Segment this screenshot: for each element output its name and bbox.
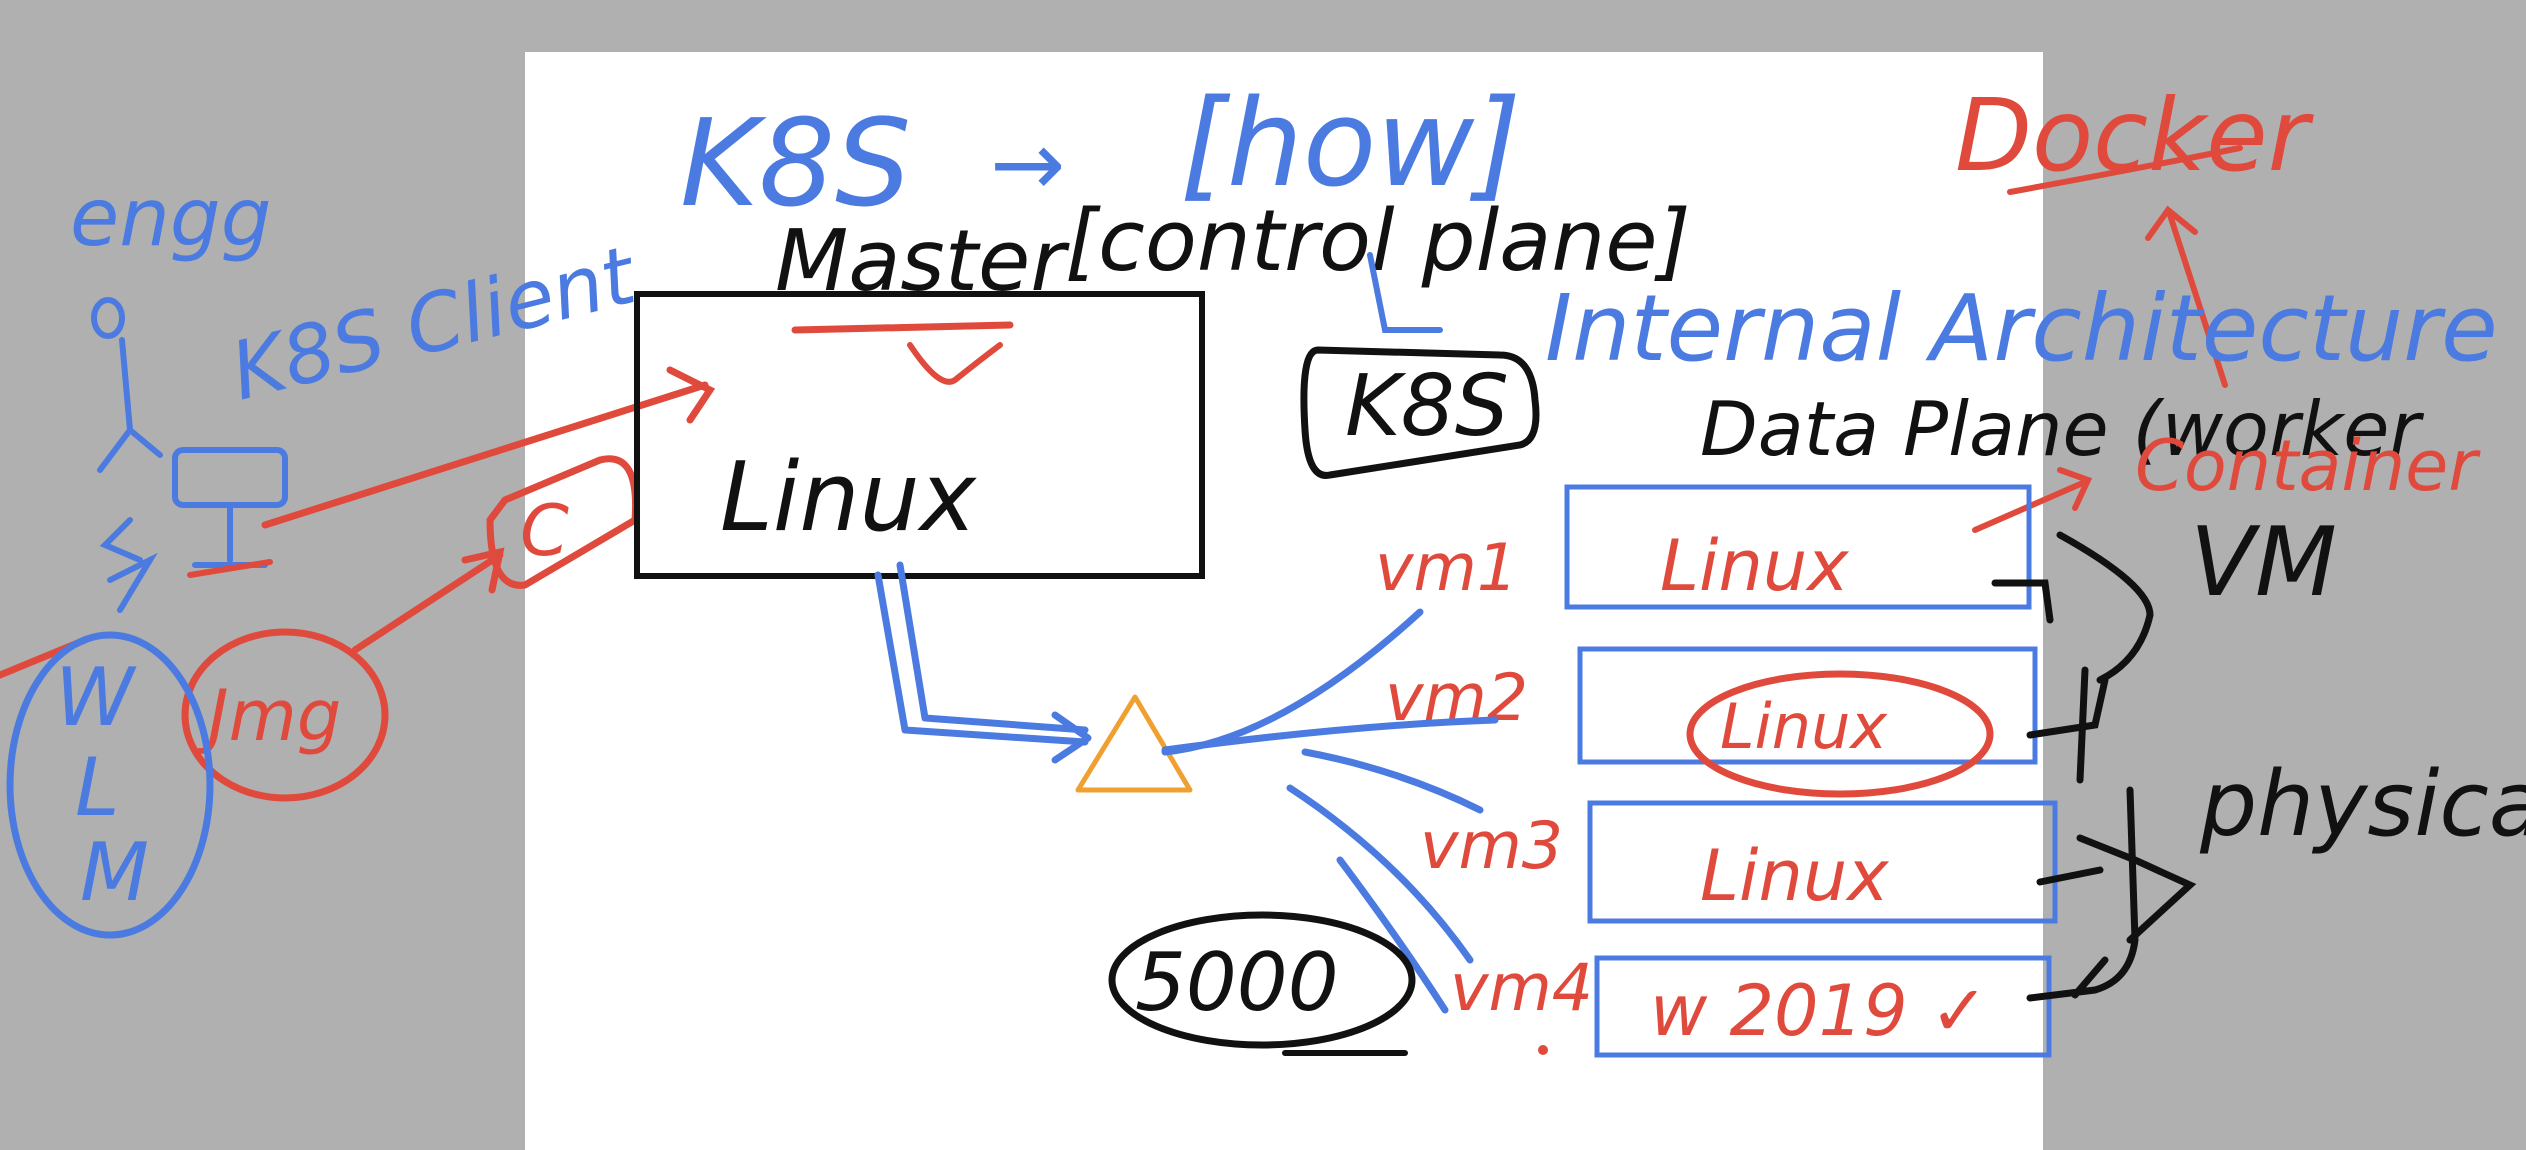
c-box (486, 455, 640, 589)
hypervisor-triangle-icon (1075, 694, 1193, 793)
vm1-os: Linux (1660, 525, 1849, 607)
control-plane-label: [control plane] (1065, 192, 1691, 291)
wlm-w: W (55, 651, 137, 744)
hypervisor-to-vm-lines (1161, 608, 1499, 1014)
count-oval (1108, 911, 1416, 1049)
master-linux-label: Linux (720, 443, 978, 553)
title-how: [how] (1180, 75, 1521, 214)
physical-label: physical (2199, 752, 2526, 857)
vm4-dot (1538, 1045, 1548, 1055)
container-label: Container (2135, 425, 2481, 507)
client-to-master-arrow (261, 366, 716, 529)
vm-label: VM (2190, 508, 2337, 618)
jmg-to-c-arrow (351, 547, 505, 654)
jmg-circle (181, 628, 389, 802)
vm3-os: Linux (1700, 835, 1889, 917)
vm2-box (1577, 646, 2038, 765)
wlm-m: M (80, 826, 149, 919)
data-plane-label: Data Plane (worker (1700, 385, 2424, 473)
vm1-label: vm1 (1375, 531, 1518, 606)
k8s-box-label: K8S (1345, 357, 1509, 456)
vm2-os: Linux (1720, 690, 1888, 763)
laptop-underline (187, 559, 273, 578)
user-figure-icon (91, 297, 163, 473)
internal-architecture-label: Internal Architecture (1545, 275, 2498, 382)
laptop-icon (99, 447, 288, 613)
master-check-icon (907, 342, 1003, 385)
vm3-label: vm3 (1420, 809, 1563, 884)
master-to-hypervisor-arrow (874, 561, 1092, 764)
count-label: 5000 (1135, 936, 1339, 1029)
title-k8s: K8S (680, 95, 911, 234)
master-underline (791, 321, 1014, 334)
vm-brace-group (1991, 531, 2197, 1002)
vm4-label: vm4 (1450, 951, 1593, 1026)
k8s-box (1300, 346, 1540, 479)
c-label: C (520, 490, 569, 572)
jmg-label: Jmg (196, 675, 341, 757)
k8s-arrow (1367, 252, 1443, 333)
docker-label: Docker (1955, 77, 2315, 194)
vm4-os: w 2019 ✓ (1650, 970, 1989, 1052)
title-arrow: → (990, 112, 1065, 217)
vm4-box (1594, 955, 2052, 1058)
vm-box-list (1564, 484, 2058, 1058)
docker-arrow (2145, 205, 2228, 388)
whiteboard-page (525, 52, 2043, 1150)
vm3-box (1587, 800, 2058, 924)
docker-underline (2007, 145, 2243, 195)
engg-label: engg (70, 171, 271, 264)
vm2-linux-circle (1686, 670, 1994, 798)
master-box (634, 291, 1205, 579)
wlm-oval (6, 631, 214, 939)
wlm-l: L (75, 741, 120, 834)
vm1-box (1564, 484, 2032, 610)
